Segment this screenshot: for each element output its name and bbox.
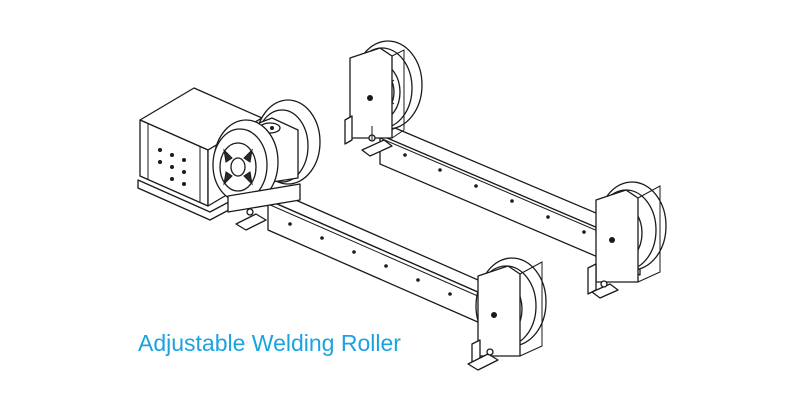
rear-beam-holes bbox=[403, 153, 586, 234]
rear-right-wheel-assembly bbox=[587, 181, 667, 299]
rear-left-wheel-assembly bbox=[344, 40, 423, 157]
front-beam bbox=[267, 193, 511, 331]
front-beam-holes bbox=[288, 222, 452, 296]
front-left-drive-wheel-assembly bbox=[212, 99, 321, 231]
product-caption: Adjustable Welding Roller bbox=[138, 330, 401, 356]
front-right-wheel-assembly bbox=[467, 257, 547, 371]
